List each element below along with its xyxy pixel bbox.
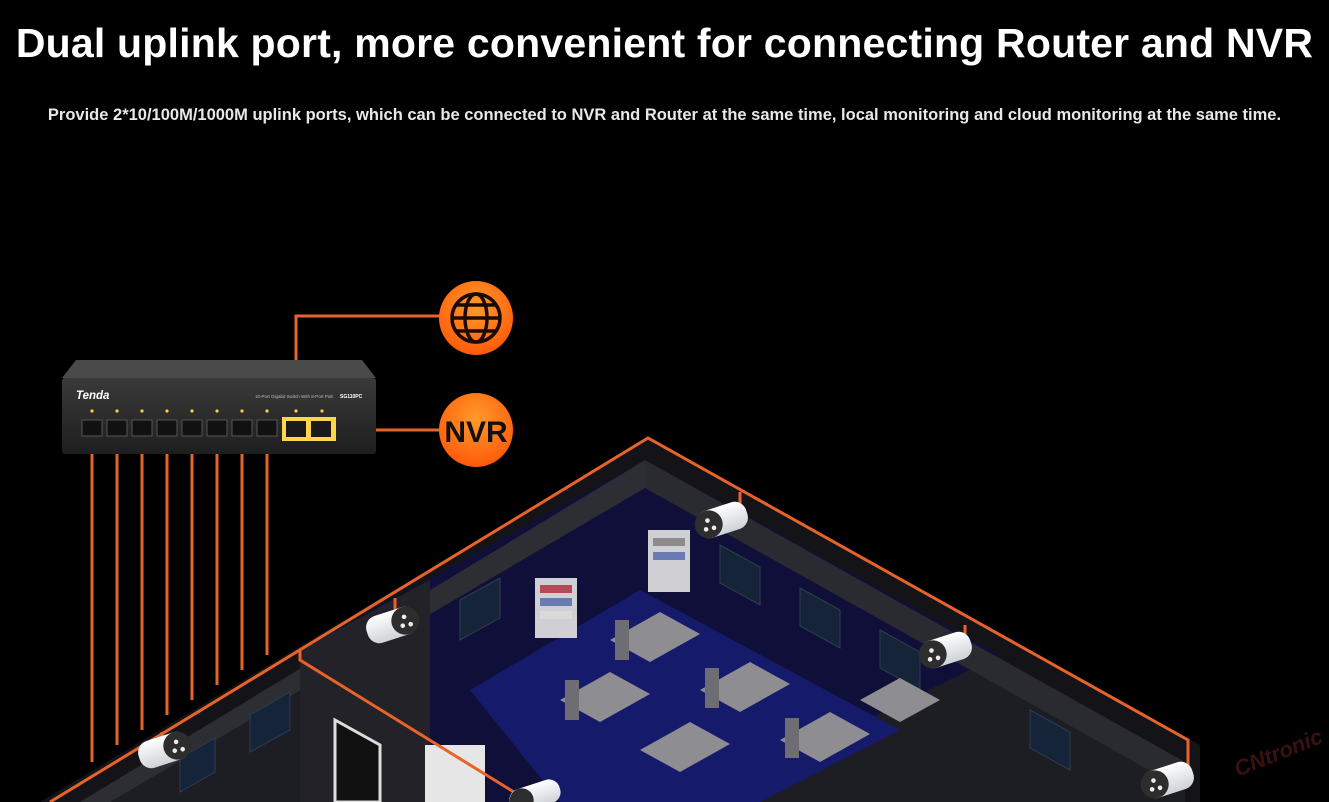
poe-switch: Tenda 10-Port Gigabit Switch With 8-Port… (62, 360, 376, 454)
cable-lines (49, 314, 1190, 802)
camera-icon (918, 631, 972, 669)
internet-badge (439, 281, 513, 355)
camera-icon (509, 779, 561, 802)
uplink-ports (282, 417, 336, 441)
globe-icon (450, 292, 502, 344)
office-building (40, 438, 1200, 802)
camera-icon (1140, 761, 1194, 799)
page-title: Dual uplink port, more convenient for co… (15, 20, 1314, 66)
nvr-label: NVR (444, 416, 508, 449)
camera-icon (694, 501, 748, 539)
camera-icon (138, 731, 192, 769)
switch-brand: Tenda (76, 390, 110, 402)
switch-description: 10-Port Gigabit Switch With 8-Port PoE (255, 394, 333, 399)
camera-icon (366, 606, 420, 644)
nvr-badge: NVR (439, 393, 513, 467)
page-subtitle: Provide 2*10/100M/1000M uplink ports, wh… (47, 106, 1282, 124)
switch-model: SG110PC (340, 394, 363, 400)
